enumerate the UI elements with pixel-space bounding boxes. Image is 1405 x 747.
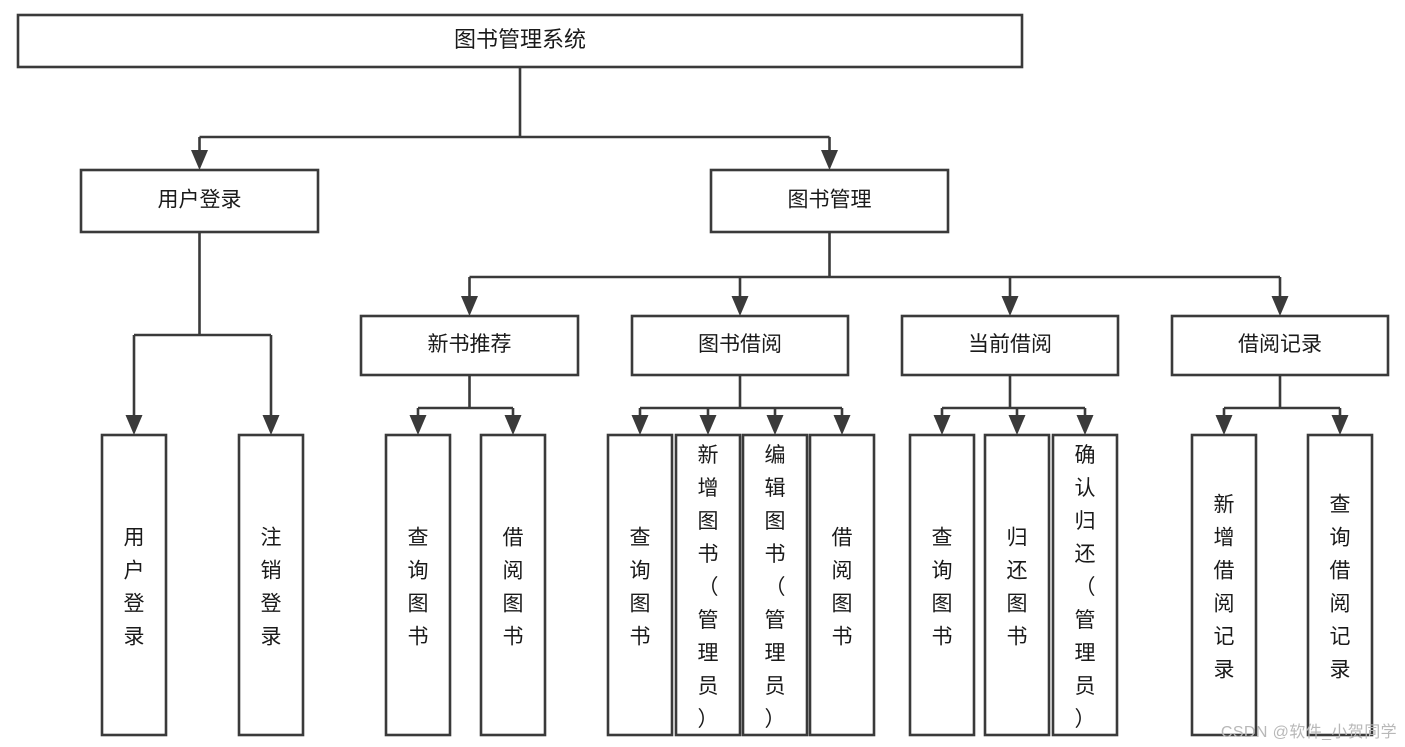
node-label: 新书推荐 bbox=[428, 333, 512, 356]
node-box[interactable] bbox=[709, 168, 950, 234]
arrow-head-icon bbox=[933, 415, 951, 435]
arrow-head-icon bbox=[699, 415, 717, 435]
connector-layer bbox=[125, 67, 1349, 435]
arrow-head-icon bbox=[262, 415, 280, 435]
node-label: 查询图书 bbox=[932, 527, 953, 649]
node-box[interactable] bbox=[606, 433, 674, 737]
node-leaf-4[interactable]: 查询图书 bbox=[606, 433, 674, 737]
node-leaf-11[interactable]: 新增借阅记录 bbox=[1190, 433, 1258, 737]
diagram-title: 图书管理系统 bbox=[454, 27, 586, 52]
node-box[interactable] bbox=[79, 168, 320, 234]
node-leaf-0[interactable]: 用户登录 bbox=[100, 433, 168, 737]
node-root-0[interactable]: 图书管理系统 bbox=[16, 13, 1024, 69]
node-box[interactable] bbox=[1306, 433, 1374, 737]
node-leaf-6[interactable]: 编辑图书（管理员） bbox=[741, 433, 809, 737]
node-layer: 图书管理系统用户登录图书管理新书推荐图书借阅当前借阅借阅记录用户登录注销登录查询… bbox=[16, 13, 1390, 737]
node-label: 当前借阅 bbox=[968, 333, 1052, 356]
arrow-head-icon bbox=[191, 150, 208, 170]
node-label: 查询图书 bbox=[630, 527, 651, 649]
arrow-head-icon bbox=[1215, 415, 1233, 435]
node-box[interactable] bbox=[983, 433, 1051, 737]
node-box[interactable] bbox=[674, 433, 742, 737]
node-label: 图书管理 bbox=[788, 189, 872, 212]
node-leaf-3[interactable]: 借阅图书 bbox=[479, 433, 547, 737]
arrow-head-icon bbox=[1008, 415, 1026, 435]
node-box[interactable] bbox=[100, 433, 168, 737]
node-leaf-5[interactable]: 新增图书（管理员） bbox=[674, 433, 742, 737]
node-leaf-7[interactable]: 借阅图书 bbox=[808, 433, 876, 737]
node-label: 注销登录 bbox=[261, 527, 282, 649]
node-label: 用户登录 bbox=[124, 527, 145, 649]
node-box[interactable] bbox=[237, 433, 305, 737]
arrow-head-icon bbox=[504, 415, 522, 435]
node-label: 归还图书 bbox=[1007, 527, 1028, 649]
node-box[interactable] bbox=[908, 433, 976, 737]
node-box[interactable] bbox=[1170, 314, 1390, 377]
node-box[interactable] bbox=[1051, 433, 1119, 737]
node-level3-2[interactable]: 当前借阅 bbox=[900, 314, 1120, 377]
node-level3-0[interactable]: 新书推荐 bbox=[359, 314, 580, 377]
node-box[interactable] bbox=[479, 433, 547, 737]
node-box[interactable] bbox=[900, 314, 1120, 377]
node-leaf-8[interactable]: 查询图书 bbox=[908, 433, 976, 737]
node-level2-0[interactable]: 用户登录 bbox=[79, 168, 320, 234]
node-label: 图书借阅 bbox=[698, 333, 782, 356]
node-box[interactable] bbox=[741, 433, 809, 737]
arrow-head-icon bbox=[631, 415, 649, 435]
node-label: 借阅图书 bbox=[503, 527, 524, 649]
node-label: 查询图书 bbox=[408, 527, 429, 649]
arrow-head-icon bbox=[821, 150, 838, 170]
node-label: 确认归还（管理员） bbox=[1075, 444, 1096, 731]
node-box[interactable] bbox=[808, 433, 876, 737]
node-level2-1[interactable]: 图书管理 bbox=[709, 168, 950, 234]
arrow-head-icon bbox=[1001, 296, 1019, 316]
node-box[interactable] bbox=[1190, 433, 1258, 737]
node-leaf-2[interactable]: 查询图书 bbox=[384, 433, 452, 737]
node-leaf-1[interactable]: 注销登录 bbox=[237, 433, 305, 737]
node-label: 编辑图书（管理员） bbox=[765, 444, 786, 731]
node-label: 借阅记录 bbox=[1238, 333, 1322, 356]
arrow-head-icon bbox=[766, 415, 784, 435]
node-box[interactable] bbox=[384, 433, 452, 737]
node-leaf-9[interactable]: 归还图书 bbox=[983, 433, 1051, 737]
node-box[interactable] bbox=[359, 314, 580, 377]
node-label: 查询借阅记录 bbox=[1330, 494, 1351, 682]
node-level3-3[interactable]: 借阅记录 bbox=[1170, 314, 1390, 377]
node-leaf-10[interactable]: 确认归还（管理员） bbox=[1051, 433, 1119, 737]
arrow-head-icon bbox=[461, 296, 478, 316]
arrow-head-icon bbox=[1076, 415, 1094, 435]
node-label: 新增图书（管理员） bbox=[698, 444, 719, 731]
node-label: 用户登录 bbox=[158, 189, 242, 212]
node-label: 借阅图书 bbox=[832, 527, 853, 649]
node-level3-1[interactable]: 图书借阅 bbox=[630, 314, 850, 377]
arrow-head-icon bbox=[1271, 296, 1289, 316]
node-box[interactable] bbox=[16, 13, 1024, 69]
arrow-head-icon bbox=[125, 415, 143, 435]
arrow-head-icon bbox=[833, 415, 851, 435]
arrow-head-icon bbox=[1331, 415, 1349, 435]
node-leaf-12[interactable]: 查询借阅记录 bbox=[1306, 433, 1374, 737]
arrow-head-icon bbox=[731, 296, 749, 316]
arrow-head-icon bbox=[409, 415, 427, 435]
node-box[interactable] bbox=[630, 314, 850, 377]
node-label: 新增借阅记录 bbox=[1214, 494, 1235, 682]
